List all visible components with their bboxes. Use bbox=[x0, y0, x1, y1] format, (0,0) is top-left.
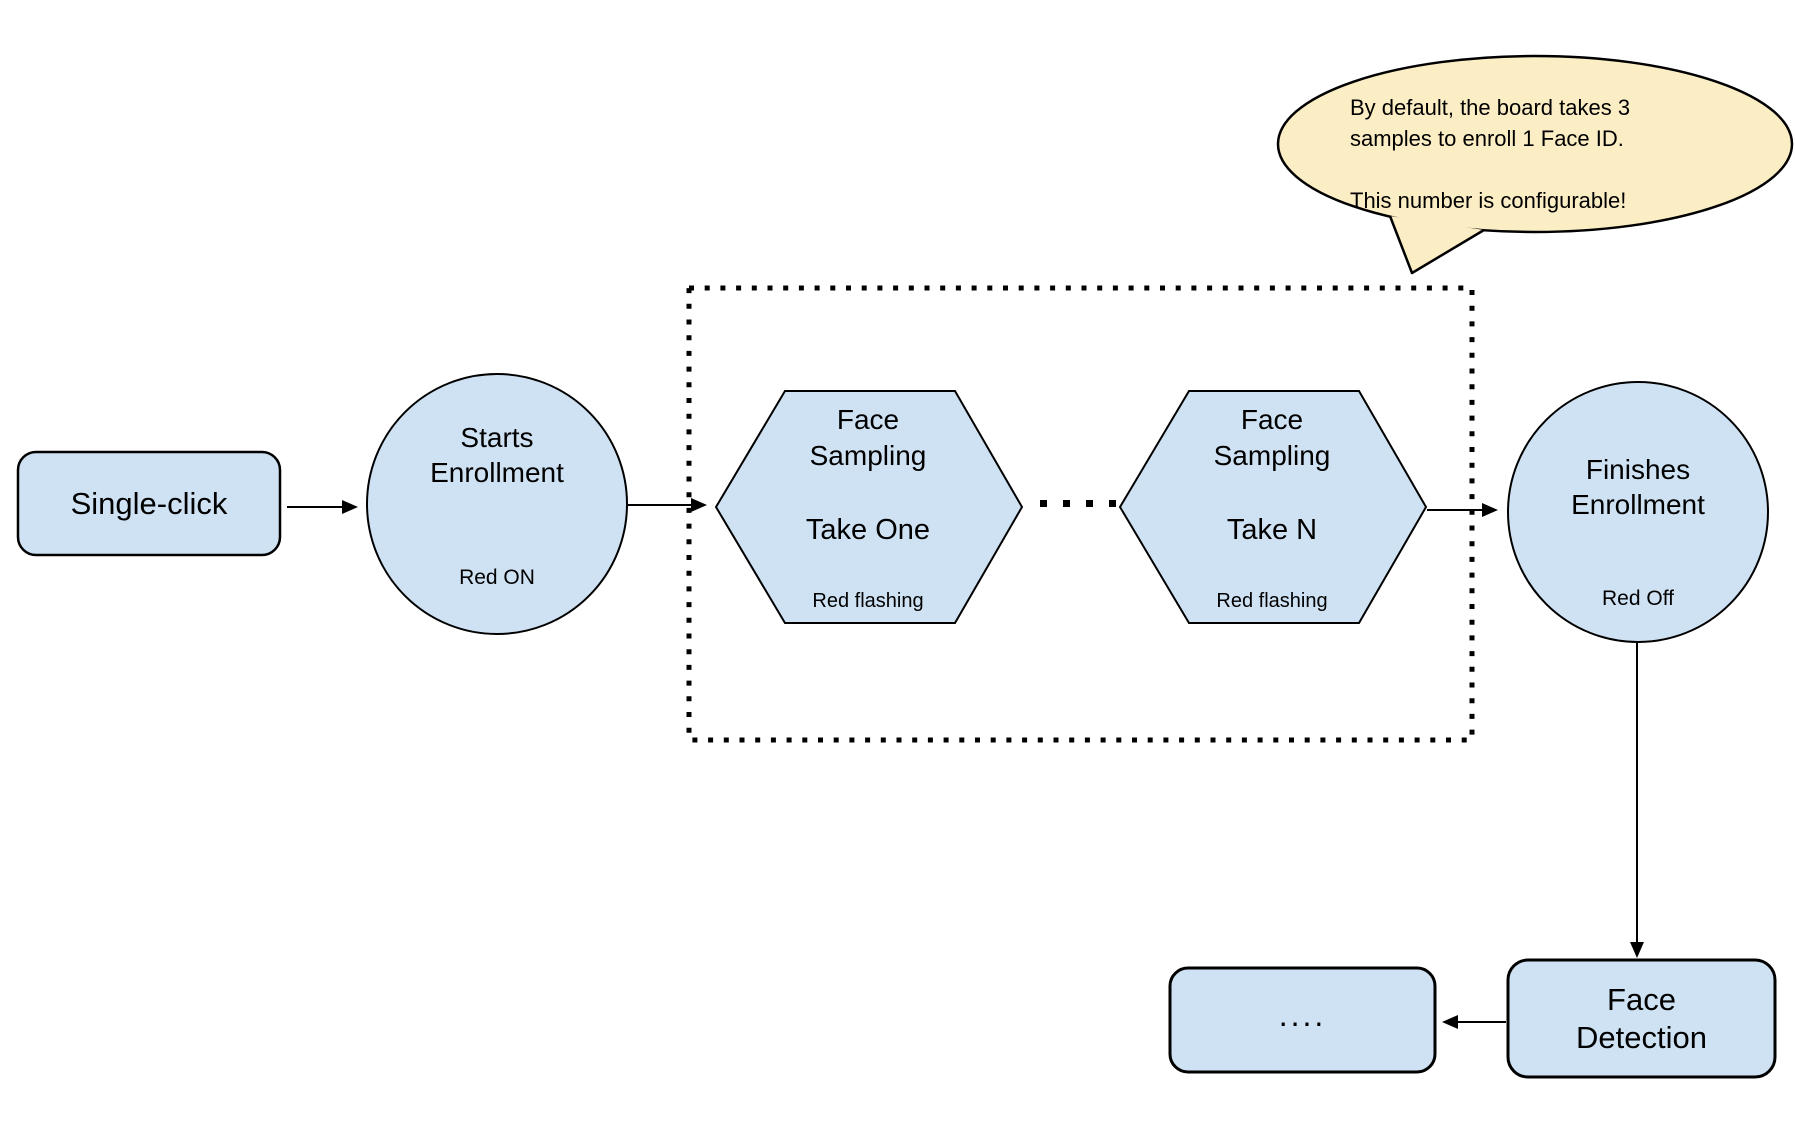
starts-enrollment-circle bbox=[366, 373, 628, 635]
callout-bubble-tail bbox=[1388, 215, 1485, 275]
face-sampling-take-one-hexagon bbox=[714, 390, 1024, 624]
sampling-group-dotted-border bbox=[686, 285, 1475, 743]
ellipsis-dots bbox=[1040, 500, 1116, 507]
single-click-node-shape bbox=[16, 450, 282, 557]
finishes-enrollment-circle bbox=[1507, 381, 1769, 643]
face-detection-node-shape bbox=[1506, 958, 1777, 1079]
callout-bubble bbox=[1276, 54, 1794, 234]
face-sampling-take-n-hexagon bbox=[1118, 390, 1428, 624]
continuation-node-shape bbox=[1168, 966, 1437, 1074]
